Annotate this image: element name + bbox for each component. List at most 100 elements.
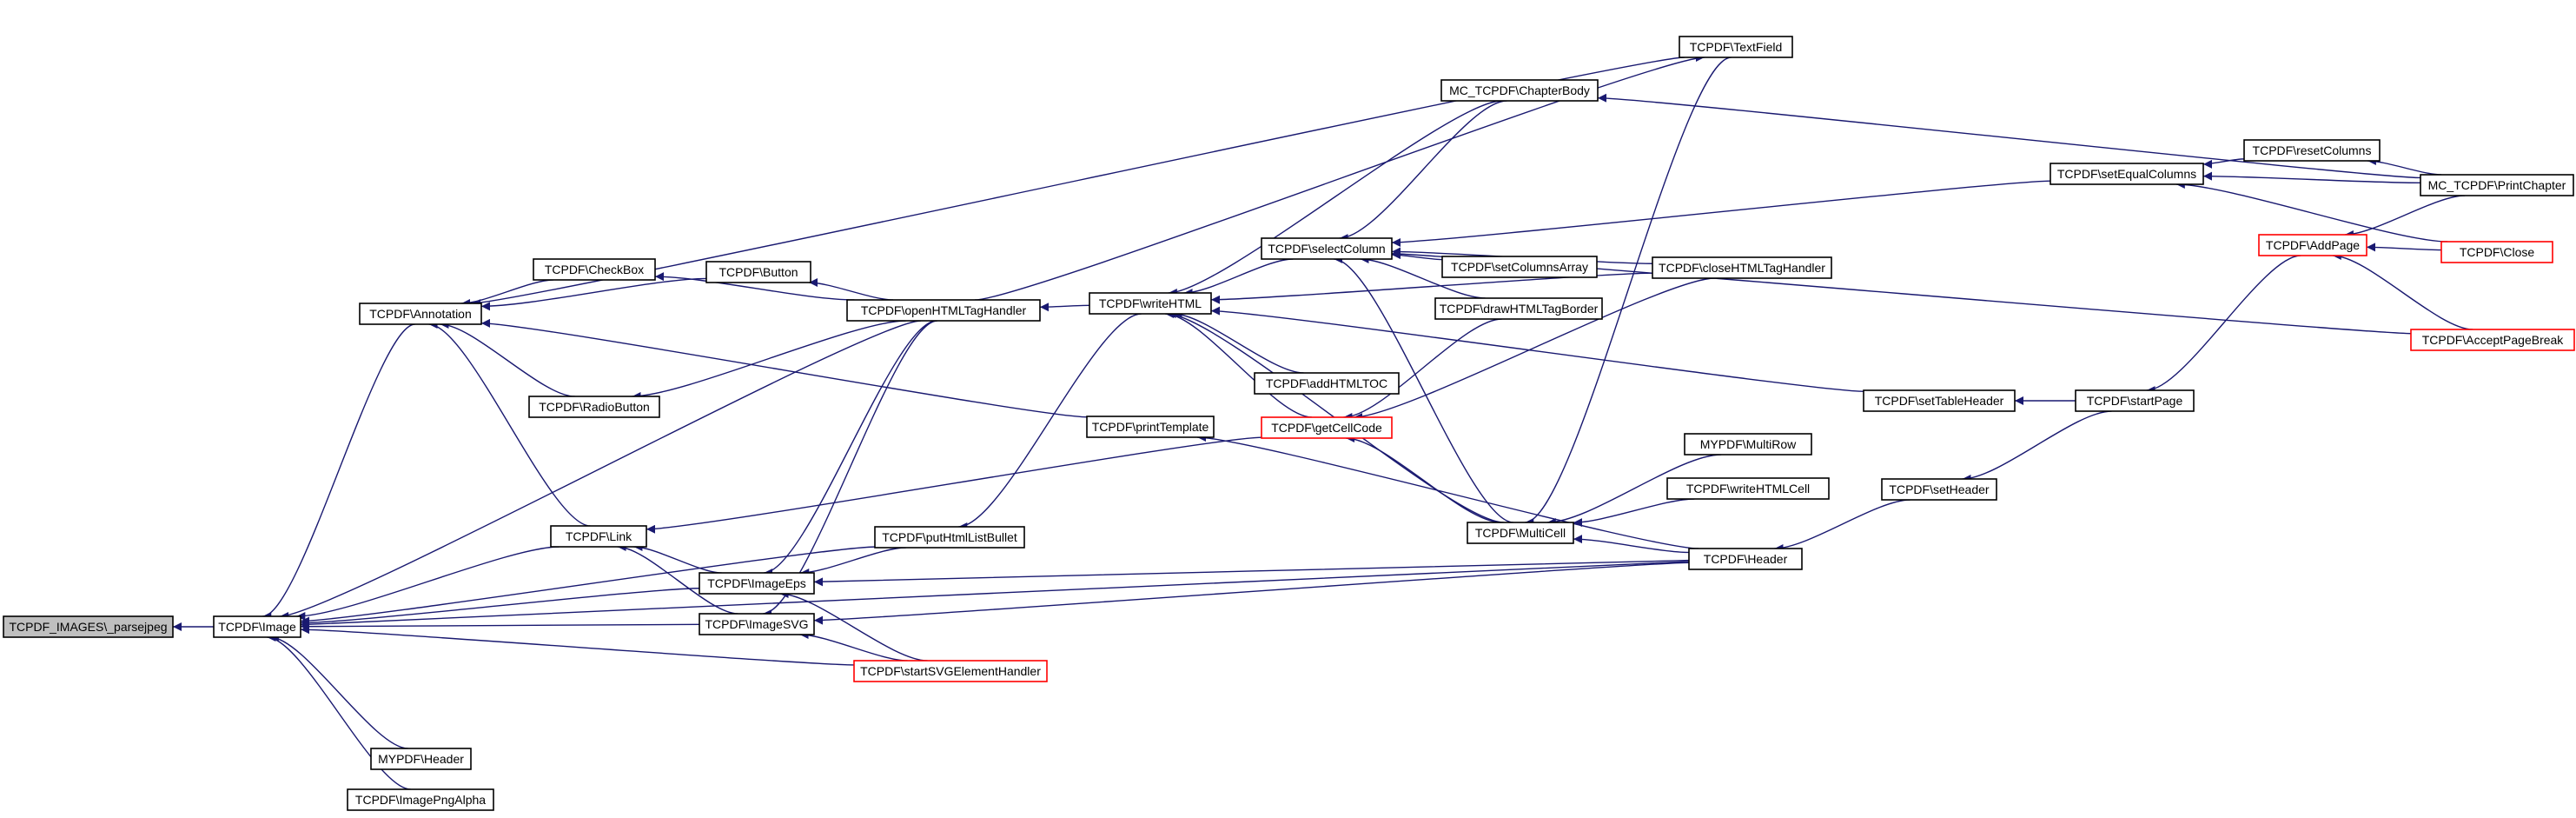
node-radiobutton[interactable]: TCPDF\RadioButton <box>528 396 660 418</box>
node-startsvg[interactable]: TCPDF\startSVGElementHandler <box>853 660 1048 682</box>
node-getcellcode[interactable]: TCPDF\getCellCode <box>1261 416 1393 439</box>
node-setcolumnsarray[interactable]: TCPDF\setColumnsArray <box>1441 256 1598 278</box>
node-printchapter[interactable]: MC_TCPDF\PrintChapter <box>2420 174 2574 196</box>
call-edge-printtemplate-to-annotation <box>480 318 1088 418</box>
node-box <box>1441 256 1598 278</box>
node-box <box>1440 79 1599 102</box>
node-drawhtmltagborder[interactable]: TCPDF\drawHTMLTagBorder <box>1434 297 1603 320</box>
node-box <box>1688 548 1803 570</box>
node-imagepngalpha[interactable]: TCPDF\ImagePngAlpha <box>347 788 494 811</box>
node-label: TCPDF\Image <box>218 620 296 634</box>
call-edge-imagesvg-to-image <box>300 622 700 631</box>
call-edge-header-to-imageeps <box>813 559 1690 587</box>
call-edge-startsvg-to-imagesvg <box>799 630 908 662</box>
node-closehtml[interactable]: TCPDF\closeHTMLTagHandler <box>1652 256 1832 279</box>
call-edge-addhtmltoc-to-writehtml <box>1173 309 1304 374</box>
call-edge-openhtml-to-radiobutton <box>632 320 906 401</box>
call-edge-button-to-annotation <box>480 277 707 311</box>
node-close[interactable]: TCPDF\Close <box>2440 241 2553 263</box>
node-box <box>528 396 660 418</box>
node-multirow[interactable]: MYPDF\MultiRow <box>1684 433 1812 456</box>
call-edge-close-to-setequalcolumns <box>2175 180 2448 243</box>
node-box <box>550 525 647 548</box>
call-edge-chapterbody-to-writehtml <box>1168 100 1502 297</box>
node-puthtmllist[interactable]: TCPDF\putHtmlListBullet <box>874 526 1025 549</box>
node-startpage[interactable]: TCPDF\startPage <box>2075 389 2195 412</box>
node-link[interactable]: TCPDF\Link <box>550 525 647 548</box>
node-label: TCPDF\TextField <box>1690 40 1783 54</box>
call-edge-close-to-addpage <box>2366 243 2442 252</box>
node-label: TCPDF\AcceptPageBreak <box>2422 333 2565 347</box>
node-imageeps[interactable]: TCPDF\ImageEps <box>699 572 815 595</box>
call-edge-multirow-to-multicell <box>1546 454 1722 527</box>
node-annotation[interactable]: TCPDF\Annotation <box>359 303 482 325</box>
call-edge-header-to-printtemplate <box>1197 433 1699 549</box>
node-box <box>874 526 1025 549</box>
call-edge-writehtml-to-puthtmllist <box>958 313 1142 531</box>
call-edge-imageeps-to-image <box>300 588 700 628</box>
node-multicell[interactable]: TCPDF\MultiCell <box>1467 522 1574 544</box>
node-image[interactable]: TCPDF\Image <box>213 615 301 638</box>
node-label: TCPDF\drawHTMLTagBorder <box>1440 302 1599 316</box>
node-label: TCPDF\writeHTML <box>1099 296 1202 310</box>
node-addpage[interactable]: TCPDF\AddPage <box>2258 234 2367 256</box>
node-box <box>359 303 482 325</box>
node-openhtml[interactable]: TCPDF\openHTMLTagHandler <box>846 299 1041 322</box>
node-label: TCPDF\resetColumns <box>2253 143 2372 157</box>
node-box <box>2258 234 2367 256</box>
node-label: TCPDF\setEqualColumns <box>2057 167 2196 181</box>
node-label: TCPDF\CheckBox <box>545 263 644 276</box>
call-edge-textfield-to-annotation <box>472 57 1685 308</box>
call-edge-imagesvg-to-link <box>617 542 738 615</box>
node-label: TCPDF\startPage <box>2087 394 2183 408</box>
call-edge-puthtmllist-to-image <box>300 546 876 626</box>
node-selectcolumn[interactable]: TCPDF\selectColumn <box>1261 237 1393 260</box>
call-edge-acceptpagebreak-to-addpage <box>2332 251 2473 330</box>
node-setequalcolumns[interactable]: TCPDF\setEqualColumns <box>2050 163 2204 185</box>
node-imagesvg[interactable]: TCPDF\ImageSVG <box>699 613 815 635</box>
node-resetcolumns[interactable]: TCPDF\resetColumns <box>2243 139 2381 162</box>
node-box <box>705 261 811 283</box>
call-edge-startsvg-to-image <box>300 625 855 666</box>
node-printtemplate[interactable]: TCPDF\printTemplate <box>1086 416 1215 438</box>
node-label: TCPDF\Annotation <box>369 307 472 321</box>
node-button[interactable]: TCPDF\Button <box>705 261 811 283</box>
call-edge-link-to-image <box>296 546 560 621</box>
node-addhtmltoc[interactable]: TCPDF\addHTMLTOC <box>1254 372 1400 395</box>
node-box <box>1684 433 1812 456</box>
node-label: TCPDF\Header <box>1704 552 1788 566</box>
call-edge-checkbox-to-annotation <box>461 279 553 308</box>
node-box <box>699 572 815 595</box>
node-textfield[interactable]: TCPDF\TextField <box>1679 36 1793 58</box>
call-edge-closehtml-to-writehtml <box>1210 272 1653 304</box>
call-edge-resetcolumns-to-setequalcolumns <box>2202 158 2245 169</box>
node-writehtmlcell[interactable]: TCPDF\writeHTMLCell <box>1666 477 1830 500</box>
node-label: TCPDF\MultiCell <box>1475 526 1566 540</box>
node-label: TCPDF\Close <box>2460 245 2535 259</box>
node-writehtml[interactable]: TCPDF\writeHTML <box>1089 292 1212 315</box>
call-edge-startpage-to-setheader <box>1962 410 2112 483</box>
node-label: TCPDF\ImagePngAlpha <box>355 793 486 807</box>
node-myheader[interactable]: MYPDF\Header <box>370 748 472 770</box>
node-chapterbody[interactable]: MC_TCPDF\ChapterBody <box>1440 79 1599 102</box>
node-settableheader[interactable]: TCPDF\setTableHeader <box>1863 389 2016 412</box>
node-label: TCPDF\closeHTMLTagHandler <box>1659 261 1825 275</box>
node-box <box>1261 416 1393 439</box>
call-edge-multicell-to-getcellcode <box>1346 434 1501 523</box>
node-box <box>2075 389 2195 412</box>
node-label: TCPDF\writeHTMLCell <box>1686 482 1810 495</box>
call-edge-header-to-image <box>300 561 1690 629</box>
call-edge-setequalcolumns-to-selectcolumn <box>1391 180 2051 247</box>
call-edge-multicell-to-selectcolumn <box>1334 255 1513 523</box>
node-setheader[interactable]: TCPDF\setHeader <box>1881 478 1997 501</box>
node-acceptpagebreak[interactable]: TCPDF\AcceptPageBreak <box>2410 329 2575 351</box>
node-box <box>370 748 472 770</box>
node-label: MC_TCPDF\ChapterBody <box>1449 83 1590 97</box>
node-header[interactable]: TCPDF\Header <box>1688 548 1803 570</box>
node-box <box>1652 256 1832 279</box>
node-checkbox[interactable]: TCPDF\CheckBox <box>533 258 656 281</box>
node-label: TCPDF\getCellCode <box>1271 421 1382 435</box>
node-label: TCPDF\setHeader <box>1889 482 1989 496</box>
node-box <box>3 615 174 638</box>
